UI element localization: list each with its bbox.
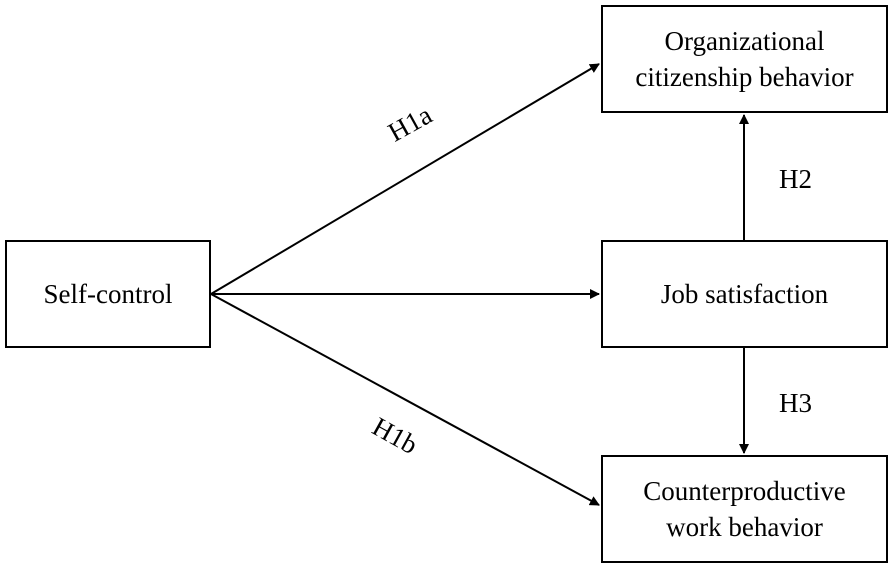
job-satisfaction-label: Job satisfaction (660, 278, 829, 309)
arrow-self-control-to-ocb (210, 63, 600, 295)
edge-label-h2: H2 (779, 164, 812, 194)
ocb-box: Organizational citizenship behavior (601, 5, 888, 113)
cwb-label-line2: work behavior (666, 512, 823, 542)
cwb-label-line1: Counterproductive (643, 475, 846, 506)
cwb-box: Counterproductive work behavior (601, 455, 888, 563)
arrow-self-control-to-cwb (210, 293, 600, 506)
self-control-box: Self-control (5, 240, 211, 348)
ocb-label-line2: citizenship behavior (635, 62, 854, 92)
self-control-label: Self-control (43, 278, 173, 309)
cwb-label: Counterproductive work behavior (643, 473, 845, 546)
ocb-label: Organizational citizenship behavior (635, 23, 853, 96)
job-satisfaction-box: Job satisfaction (601, 240, 888, 348)
edge-label-h3: H3 (779, 388, 812, 418)
ocb-label-line1: Organizational (664, 25, 825, 56)
